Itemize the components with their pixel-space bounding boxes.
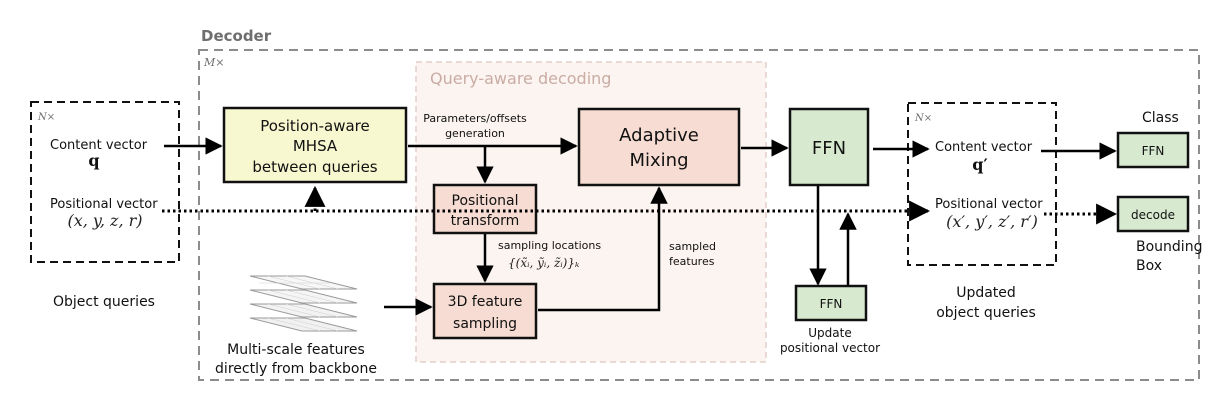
feature-sampling-line-2: sampling (453, 316, 517, 332)
sampled-features-line-2: features (669, 255, 715, 268)
bbox-caption-1: Bounding (1136, 239, 1202, 255)
decoder-repeat: M× (203, 56, 224, 69)
arrows-dotted (162, 185, 1118, 225)
ffn-update-caption-2: positional vector (780, 341, 880, 355)
positional-transform-line-1: Positional (452, 193, 519, 209)
updated-queries-group: N× Content vector q′ Positional vector (… (907, 102, 1057, 321)
class-head: Class FFN (1116, 110, 1190, 169)
adaptive-mixing-box (577, 107, 741, 187)
positional-transform-block: Positional transform (432, 183, 538, 235)
class-title: Class (1142, 110, 1179, 126)
sampling-locations-label: sampling locations (498, 239, 601, 252)
content-vector-label: Content vector (50, 138, 148, 153)
positional-transform-box (432, 183, 538, 235)
multiscale-caption-2: directly from backbone (215, 361, 377, 377)
object-queries-caption: Object queries (53, 294, 155, 310)
ffn-main-box (788, 107, 870, 187)
ffn-update-box (794, 284, 868, 322)
updated-queries-caption-1: Updated (956, 285, 1016, 301)
params-label-line-2: generation (445, 127, 505, 140)
updated-content-label: Content vector (935, 140, 1033, 155)
query-aware-title: Query-aware decoding (430, 69, 611, 88)
positional-transform-line-2: transform (451, 213, 520, 229)
decode-label: decode (1131, 208, 1175, 222)
feature-sampling-box (432, 282, 538, 340)
object-queries-repeat: N× (37, 112, 55, 123)
feature-sampling-block: 3D feature sampling (432, 282, 538, 340)
class-ffn-label: FFN (1142, 144, 1165, 158)
updated-content-symbol: q′ (972, 155, 987, 174)
class-ffn-box (1116, 131, 1190, 169)
ffn-update-caption-1: Update (808, 326, 851, 340)
mhsa-line-2: MHSA (293, 137, 338, 155)
object-queries-box (30, 101, 180, 263)
bbox-head: decode Bounding Box (1116, 195, 1202, 274)
multiscale-caption-1: Multi-scale features (227, 342, 365, 358)
updated-queries-repeat: N× (914, 113, 932, 124)
sampling-locations-symbol: {(x̃ᵢ, ỹᵢ, z̃ᵢ)}ₖ (508, 256, 580, 270)
mhsa-block: Position-aware MHSA between queries (222, 106, 408, 184)
mhsa-line-1: Position-aware (260, 117, 370, 135)
ffn-update-label: FFN (820, 297, 843, 311)
ffn-update-block: FFN Update positional vector (780, 284, 880, 355)
ffn-main-block: FFN (788, 107, 870, 187)
params-label-line-1: Parameters/offsets (423, 112, 527, 125)
content-vector-symbol: q (88, 151, 99, 170)
updated-positional-label: Positional vector (935, 197, 1043, 212)
decoder-border (198, 49, 1200, 381)
adaptive-mixing-line-1: Adaptive (619, 125, 699, 146)
sampled-features-line-1: sampled (669, 240, 716, 253)
object-queries-group: N× Content vector q Positional vector (x… (30, 101, 180, 310)
positional-vector-label: Positional vector (50, 197, 158, 212)
updated-queries-box (907, 102, 1057, 266)
arrow-sampled-to-mixing (538, 186, 668, 312)
feature-sampling-line-1: 3D feature (448, 294, 523, 310)
mhsa-line-3: between queries (252, 158, 377, 176)
arrows-solid (164, 137, 1117, 316)
feature-map-stack-icon (249, 275, 358, 332)
decode-box (1116, 195, 1190, 233)
mhsa-box (222, 106, 408, 184)
adaptive-mixing-block: Adaptive Mixing (577, 107, 741, 187)
adaptive-mixing-line-2: Mixing (629, 150, 688, 171)
updated-queries-caption-2: object queries (936, 305, 1036, 321)
updated-positional-symbol: (x′, y′, z′, r′) (946, 212, 1038, 231)
bbox-caption-2: Box (1136, 258, 1162, 274)
decoder-title: Decoder (201, 27, 272, 45)
decoder-block: Decoder M× (198, 27, 1200, 381)
multiscale-features: Multi-scale features directly from backb… (215, 275, 377, 377)
positional-vector-symbol: (x, y, z, r) (67, 211, 142, 230)
ffn-main-label: FFN (812, 138, 846, 159)
